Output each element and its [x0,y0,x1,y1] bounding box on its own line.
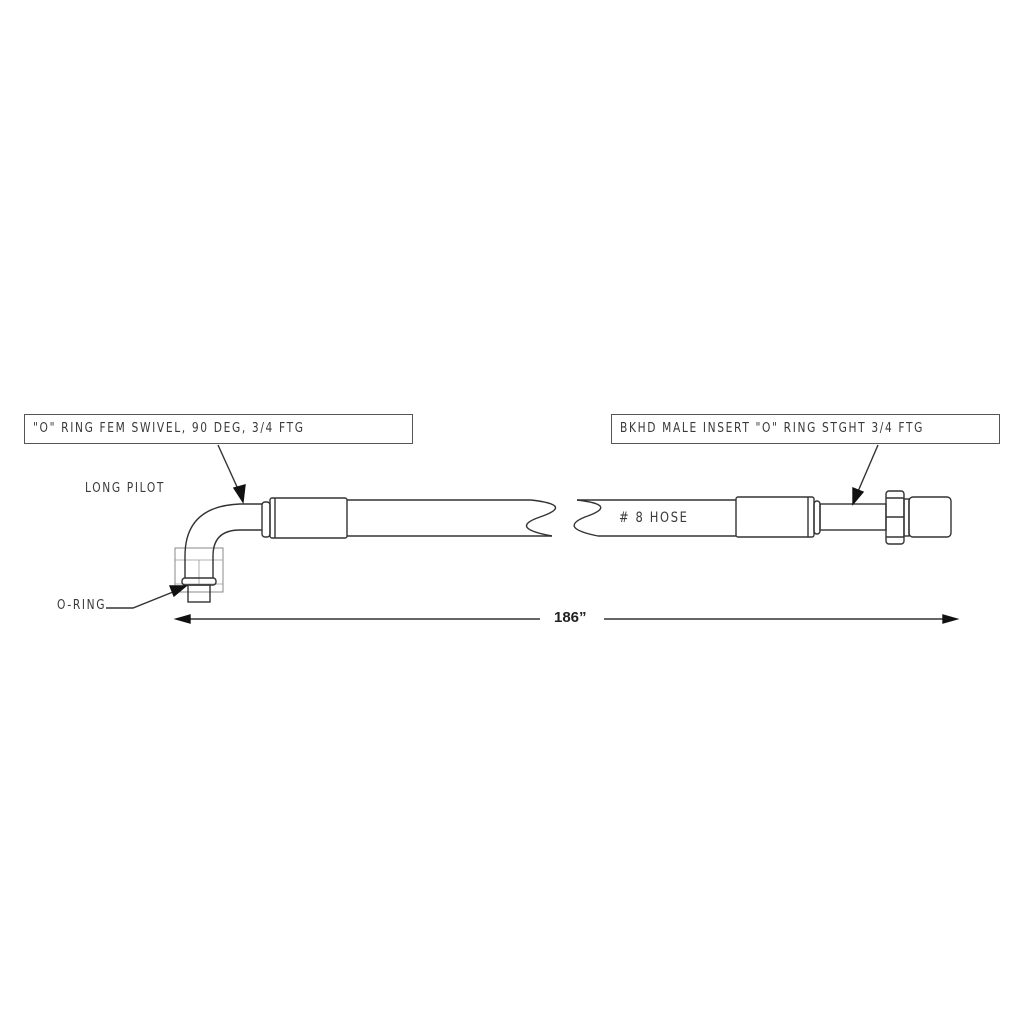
hose-label: # 8 HOSE [619,510,689,526]
left-fitting-callout: "O" RING FEM SWIVEL, 90 DEG, 3/4 FTG [24,414,413,444]
hose-left-segment [347,499,556,537]
long-pilot-label: LONG PILOT [85,481,166,496]
right-bulkhead-fitting [819,490,952,545]
overall-length-label: 186” [548,609,593,626]
left-fitting-label: "O" RING FEM SWIVEL, 90 DEG, 3/4 FTG [33,421,305,436]
o-ring-label: O-RING [57,598,107,613]
hose-right-segment [573,499,736,537]
overall-length-dimension-line [173,614,960,624]
left-elbow-fitting [174,501,271,603]
right-fitting-callout: BKHD MALE INSERT "O" RING STGHT 3/4 FTG [611,414,1000,444]
left-ferrule [269,497,348,539]
right-fitting-label: BKHD MALE INSERT "O" RING STGHT 3/4 FTG [620,421,925,436]
right-ferrule [735,496,815,538]
o-ring-leader [106,589,179,609]
